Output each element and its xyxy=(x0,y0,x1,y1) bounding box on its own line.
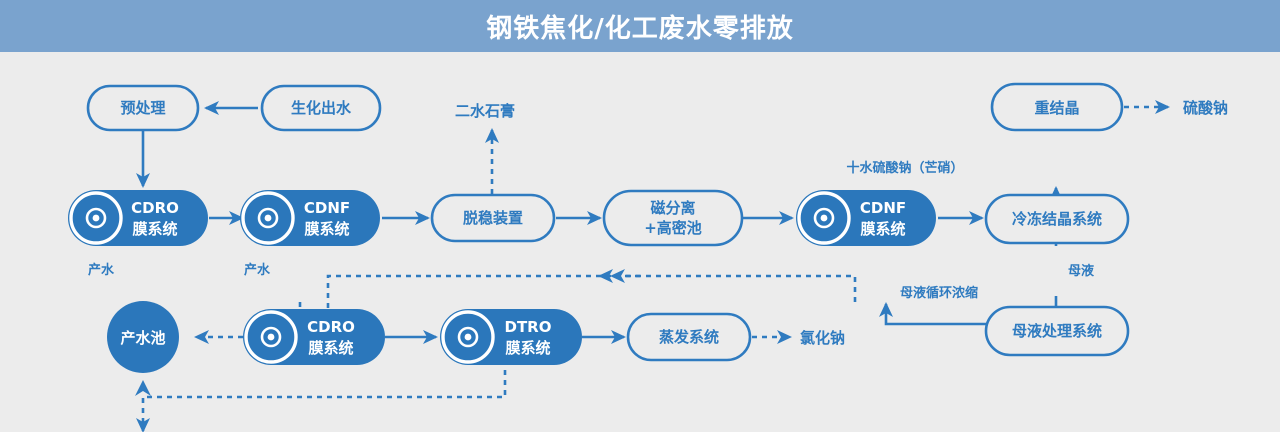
edge-cdnfright-to-cdrobottom xyxy=(326,274,857,342)
node-destabilizer[interactable]: 脱稳装置 xyxy=(430,193,556,243)
node-cdnf-mid-label-cn: 膜系统 xyxy=(304,220,349,238)
node-cdro-top-label-cn: 膜系统 xyxy=(132,220,177,238)
edges-layer xyxy=(136,100,1170,432)
node-dtro-bottom-label-en: DTRO xyxy=(505,318,552,336)
membrane-target-icon xyxy=(244,310,298,364)
edge-dtro-to-pool xyxy=(136,370,507,432)
node-cdnf-right[interactable]: CDNF 膜系统 xyxy=(796,190,936,246)
terminal-gypsum: 二水石膏 xyxy=(455,102,515,120)
node-recrystallization[interactable]: 重结晶 xyxy=(990,82,1124,132)
node-cdro-top-label-en: CDRO xyxy=(131,199,179,217)
node-freeze-crystallization[interactable]: 冷冻结晶系统 xyxy=(984,193,1130,245)
node-cdro-bottom[interactable]: CDRO 膜系统 xyxy=(243,309,385,365)
node-product-water-pool[interactable]: 产水池 xyxy=(107,301,179,373)
node-magnetic-label-line1: 磁分离 xyxy=(650,199,695,217)
node-bio-effluent[interactable]: 生化出水 xyxy=(260,84,382,132)
membrane-target-icon xyxy=(797,191,851,245)
node-pool-label: 产水池 xyxy=(120,329,165,347)
node-cdro-bottom-label-en: CDRO xyxy=(307,318,355,336)
node-cdnf-mid[interactable]: CDNF 膜系统 xyxy=(240,190,380,246)
node-freeze-label: 冷冻结晶系统 xyxy=(1012,210,1102,228)
membrane-target-icon xyxy=(69,191,123,245)
node-cdro-top[interactable]: CDRO 膜系统 xyxy=(68,190,208,246)
node-evaporation[interactable]: 蒸发系统 xyxy=(626,312,752,362)
node-bio-effluent-label: 生化出水 xyxy=(291,99,352,117)
node-mother-liquor-treatment[interactable]: 母液处理系统 xyxy=(984,305,1130,357)
terminal-sodium-chloride: 氯化钠 xyxy=(800,329,845,347)
node-cdnf-right-label-cn: 膜系统 xyxy=(860,220,905,238)
edge-label-mother-liquor: 母液 xyxy=(1068,263,1094,279)
edge-label-mother-liquor-recycle: 母液循环浓缩 xyxy=(900,285,978,301)
node-recryst-label: 重结晶 xyxy=(1034,99,1079,117)
membrane-target-icon xyxy=(241,191,295,245)
terminal-sodium-sulfate: 硫酸钠 xyxy=(1183,99,1228,117)
page-header: 钢铁焦化/化工废水零排放 xyxy=(0,0,1280,52)
node-magnetic-label-line2: +高密池 xyxy=(644,219,702,237)
pool-bottom-arrowhead xyxy=(135,380,151,396)
page-title: 钢铁焦化/化工废水零排放 xyxy=(486,13,794,44)
node-pretreatment-label: 预处理 xyxy=(120,99,165,117)
node-dtro-bottom-label-cn: 膜系统 xyxy=(505,339,550,357)
node-pretreatment[interactable]: 预处理 xyxy=(86,84,200,132)
node-magnetic-separation[interactable]: 磁分离 +高密池 xyxy=(602,189,744,247)
edge-label-product-water-left: 产水 xyxy=(88,262,115,278)
node-dtro-bottom[interactable]: DTRO 膜系统 xyxy=(440,309,582,365)
flowchart-canvas: 预处理 生化出水 CDRO 膜系统 CDNF xyxy=(0,52,1280,432)
node-evaporation-label: 蒸发系统 xyxy=(659,328,719,346)
node-destabilizer-label: 脱稳装置 xyxy=(463,209,523,227)
edge-label-product-water-mid: 产水 xyxy=(244,262,271,278)
membrane-target-icon xyxy=(441,310,495,364)
node-cdnf-mid-label-en: CDNF xyxy=(304,199,350,217)
node-cdnf-right-label-en: CDNF xyxy=(860,199,906,217)
node-cdro-bottom-label-cn: 膜系统 xyxy=(308,339,353,357)
node-mltreat-label: 母液处理系统 xyxy=(1012,322,1102,340)
edge-label-glauber-salt: 十水硫酸钠（芒硝） xyxy=(846,160,963,176)
